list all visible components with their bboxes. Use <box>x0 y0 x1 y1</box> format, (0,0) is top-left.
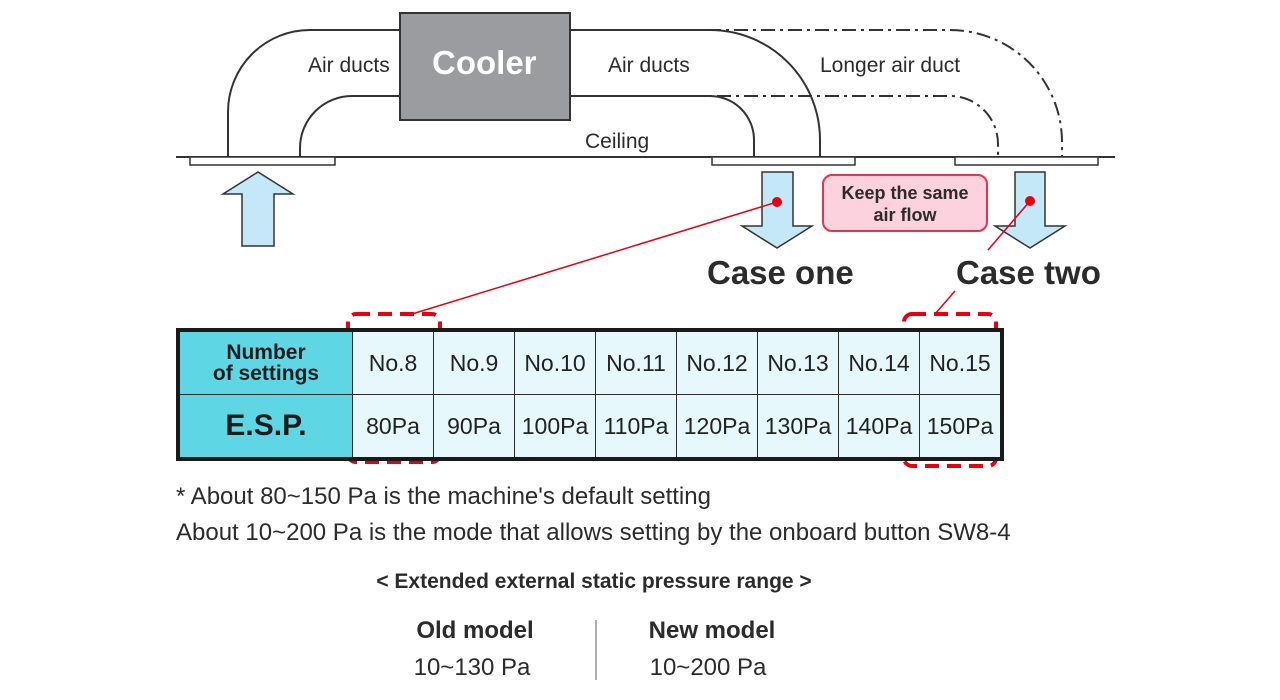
case-two-pointer-line-2 <box>934 290 956 315</box>
case-two-pointer-line <box>987 200 1031 251</box>
left-duct-outer <box>227 29 400 157</box>
new-model-value: 10~200 Pa <box>649 654 767 681</box>
setting-cell-no9: No.9 <box>433 329 515 395</box>
settings-row: Number of settings No.8 No.9 No.10 No.11… <box>177 329 1003 395</box>
case-one-pointer-dot <box>772 197 782 207</box>
setting-cell-no15: No.15 <box>919 329 1003 395</box>
range-title: < Extended external static pressure rang… <box>376 570 812 593</box>
grille-case-two <box>954 156 1099 166</box>
new-model-label: New model <box>648 617 776 644</box>
grille-case-one <box>711 156 856 166</box>
old-model-value: 10~130 Pa <box>413 654 531 681</box>
esp-cell-90: 90Pa <box>433 394 515 460</box>
case-one-label: Case one <box>707 254 854 291</box>
settings-header-line-2: of settings <box>212 362 320 385</box>
esp-cell-140: 140Pa <box>838 394 920 460</box>
longer-duct-inner <box>690 95 999 157</box>
default-setting-note: * About 80~150 Pa is the machine's defau… <box>176 483 711 510</box>
esp-cell-80: 80Pa <box>352 394 434 460</box>
ceiling-label: Ceiling <box>585 130 650 153</box>
intake-arrow <box>220 171 296 247</box>
onboard-button-note: About 10~200 Pa is the mode that allows … <box>176 519 1011 546</box>
esp-row: E.S.P. 80Pa 90Pa 100Pa 110Pa 120Pa 130Pa… <box>177 394 1003 460</box>
setting-cell-no13: No.13 <box>757 329 839 395</box>
right-duct-inner <box>570 95 755 157</box>
setting-cell-no10: No.10 <box>514 329 596 395</box>
setting-cell-no11: No.11 <box>595 329 677 395</box>
air-ducts-left-label: Air ducts <box>308 54 390 77</box>
outlet-arrow-case-two <box>992 171 1068 249</box>
case-two-label: Case two <box>956 254 1101 291</box>
setting-cell-no8: No.8 <box>352 329 434 395</box>
left-duct-inner <box>299 95 400 157</box>
cooler-box <box>399 12 571 121</box>
esp-settings-table: Number of settings No.8 No.9 No.10 No.11… <box>176 328 1004 461</box>
outlet-arrow-case-one <box>739 171 815 249</box>
longer-duct-outer <box>680 29 1063 157</box>
esp-cell-100: 100Pa <box>514 394 596 460</box>
callout-line-2: air flow <box>873 205 937 225</box>
grille-left <box>189 156 336 166</box>
cooler-label: Cooler <box>432 44 537 81</box>
setting-cell-no12: No.12 <box>676 329 758 395</box>
longer-duct-label: Longer air duct <box>820 54 961 77</box>
setting-cell-no14: No.14 <box>838 329 920 395</box>
esp-cell-150: 150Pa <box>919 394 1003 460</box>
right-duct-outer <box>570 29 821 157</box>
case-two-pointer-dot <box>1025 196 1035 206</box>
esp-cell-130: 130Pa <box>757 394 839 460</box>
esp-cell-120: 120Pa <box>676 394 758 460</box>
model-divider <box>595 620 597 680</box>
esp-row-header: E.S.P. <box>177 394 353 460</box>
case-one-pointer-line <box>411 201 778 315</box>
air-ducts-right-label: Air ducts <box>608 54 690 77</box>
old-model-label: Old model <box>416 617 534 644</box>
settings-row-header: Number of settings <box>177 329 353 395</box>
settings-header-line-1: Number <box>226 341 306 364</box>
keep-airflow-callout: Keep the same air flow <box>822 174 988 232</box>
callout-line-1: Keep the same <box>841 183 969 203</box>
esp-cell-110: 110Pa <box>595 394 677 460</box>
